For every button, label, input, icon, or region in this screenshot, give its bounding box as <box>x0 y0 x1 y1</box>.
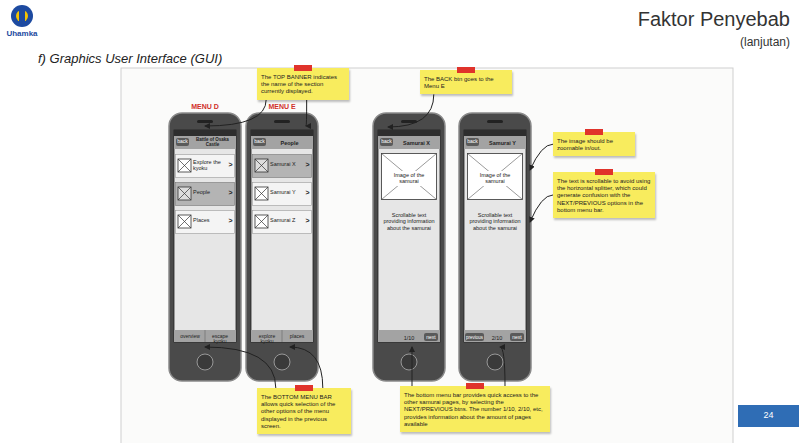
note-text: The image should be zoomable in/out. <box>557 138 631 152</box>
screen-text: back <box>380 139 393 145</box>
subtitle: (lanjutan) <box>600 36 790 50</box>
screen-text: previous <box>465 335 484 340</box>
screen-text: next <box>424 335 438 341</box>
screen-text: places <box>282 334 312 340</box>
slide-title: Faktor Penyebab <box>480 8 790 31</box>
screen-text: Samurai Z <box>270 217 304 223</box>
screen-text: explore kyoku <box>252 334 282 346</box>
section-heading: f) Graphics User Interface (GUI) <box>38 52 438 67</box>
leader-arrow <box>530 195 553 222</box>
note-text: The text is scrollable to avoid using th… <box>557 178 651 214</box>
leader-arrow <box>205 347 276 388</box>
page-number: 24 <box>740 410 797 420</box>
screen-text: People <box>193 189 227 195</box>
screen-text: Image of the samurai <box>476 171 514 186</box>
screen-text: Scrollable text providing information ab… <box>383 212 435 231</box>
screen-text: Samurai X <box>395 140 438 146</box>
screen-text: back <box>253 139 266 145</box>
screen-text: next <box>510 335 524 341</box>
note-text: The BACK btn goes to the Menu E <box>424 76 508 90</box>
screen-text: > <box>227 189 234 197</box>
screen-text: Samurai X <box>270 161 304 167</box>
screen-text: > <box>304 217 311 225</box>
screen-text: > <box>227 217 234 225</box>
screen-text: back <box>466 139 479 145</box>
screen-text: 1/10 <box>398 335 420 341</box>
screen-text: back <box>176 139 189 145</box>
screen-text: overview <box>175 334 205 340</box>
leader-arrow <box>500 347 505 386</box>
logo-text: Uhamka <box>4 29 40 38</box>
sticky-note: The BACK btn goes to the Menu E <box>420 70 512 94</box>
leader-arrow <box>290 347 323 388</box>
sticky-note: The image should be zoomable in/out. <box>553 132 635 156</box>
leader-arrow <box>530 144 553 170</box>
sticky-note: The TOP BANNER indicates the name of the… <box>257 68 349 100</box>
screen-text: > <box>227 161 234 169</box>
screen-text: People <box>268 140 311 146</box>
note-text: The BOTTOM MENU BAR allows quick selecti… <box>261 394 347 430</box>
sticky-note: The bottom menu bar provides quick acces… <box>400 386 550 432</box>
note-text: The bottom menu bar provides quick acces… <box>404 392 546 428</box>
screen-text: Samurai Y <box>270 189 304 195</box>
screen-text: > <box>304 161 311 169</box>
screen-text: escape kyoku <box>205 334 235 346</box>
screen-text: Battle of Osaka Castle <box>191 137 234 147</box>
screen-text: Samurai Y <box>481 140 524 146</box>
screen-text: 2/10 <box>486 335 508 341</box>
sticky-note: The text is scrollable to avoid using th… <box>553 172 655 218</box>
leader-arrow <box>412 347 413 386</box>
note-text: The TOP BANNER indicates the name of the… <box>261 74 345 96</box>
screen-text: Image of the samurai <box>390 171 428 186</box>
screen-name: MENU E <box>257 103 307 111</box>
leader-arrow <box>306 100 308 126</box>
sticky-note: The BOTTOM MENU BAR allows quick selecti… <box>257 388 351 434</box>
screen-text: Explore the kyoku <box>193 159 227 172</box>
screen-text: > <box>304 189 311 197</box>
screen-text: Scrollable text providing information ab… <box>469 212 521 231</box>
leader-arrow <box>388 94 434 127</box>
screen-text: Places <box>193 217 227 223</box>
screen-name: MENU D <box>180 103 230 111</box>
